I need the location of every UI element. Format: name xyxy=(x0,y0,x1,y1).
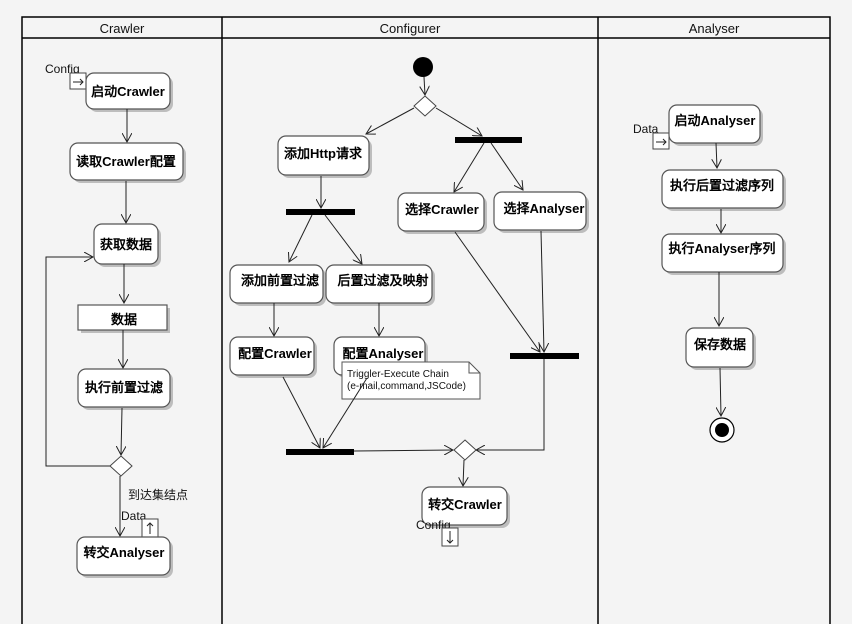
decision-node[interactable] xyxy=(109,455,133,477)
note-line-1: Triggler-Execute Chain xyxy=(347,369,449,380)
loop-edge xyxy=(45,257,110,467)
activity-label: 转交Analyser xyxy=(84,545,165,560)
activity-config-crawler[interactable]: 配置Crawler xyxy=(229,336,317,378)
activity-label: 添加前置过滤 xyxy=(241,273,319,288)
swimlanes: Crawler Configurer Analyser xyxy=(21,16,831,624)
activity-choose-crawler[interactable]: 选择Crawler xyxy=(397,192,487,234)
activity-pre-filter[interactable]: 执行前置过滤 xyxy=(77,368,173,410)
guard-label: 到达集结点 xyxy=(128,487,188,502)
activity-label: 选择Analyser xyxy=(504,201,585,216)
merge-node[interactable] xyxy=(453,439,477,461)
join-bar xyxy=(286,449,354,455)
activity-add-http[interactable]: 添加Http请求 xyxy=(277,135,372,178)
activity-to-analyser[interactable]: 转交Analyser xyxy=(76,536,173,578)
activity-start-analyser[interactable]: 启动Analyser xyxy=(668,104,763,146)
decision-node[interactable] xyxy=(413,95,437,117)
activity-analyser-seq[interactable]: 执行Analyser序列 xyxy=(661,233,786,275)
activity-label: 后置过滤及映射 xyxy=(337,273,428,288)
activity-label: 启动Analyser xyxy=(675,113,756,128)
activity-post-filter-map[interactable]: 后置过滤及映射 xyxy=(325,264,435,306)
lane-title-configurer: Configurer xyxy=(380,21,441,36)
pin-arrow-icon xyxy=(146,522,154,534)
object-data[interactable]: 数据 xyxy=(77,304,170,333)
activity-to-crawler[interactable]: 转交Crawler xyxy=(421,486,510,528)
fork-bar xyxy=(286,209,355,215)
activity-label: 选择Crawler xyxy=(405,202,479,217)
activity-read-config[interactable]: 读取Crawler配置 xyxy=(69,142,186,183)
object-label: 数据 xyxy=(111,312,137,327)
activity-label: 获取数据 xyxy=(100,237,152,252)
activity-choose-analyser[interactable]: 选择Analyser xyxy=(493,191,589,233)
pin-arrow-icon xyxy=(656,138,667,146)
data-pin-box xyxy=(652,132,670,150)
activity-add-pre-filter[interactable]: 添加前置过滤 xyxy=(229,264,326,306)
activity-label: 读取Crawler配置 xyxy=(76,154,176,169)
activity-label: 转交Crawler xyxy=(428,497,502,512)
activity-fetch-data[interactable]: 获取数据 xyxy=(93,223,161,267)
pin-arrow-icon xyxy=(73,78,84,86)
data-pin-label: Data xyxy=(121,509,147,523)
final-node xyxy=(709,417,735,443)
activity-post-filter-seq[interactable]: 执行后置过滤序列 xyxy=(661,169,786,211)
crawler-lane: Config 启动Crawler 读取Crawler配置 获取数据 数据 xyxy=(45,62,188,578)
fork-bar xyxy=(455,137,522,143)
note-trigger-chain: Triggler-Execute Chain (e-mail,command,J… xyxy=(341,361,481,400)
initial-node xyxy=(413,57,433,77)
pin-arrow-icon xyxy=(446,531,454,544)
join-bar xyxy=(510,353,579,359)
lane-title-analyser: Analyser xyxy=(689,21,740,36)
lane-title-crawler: Crawler xyxy=(100,21,145,36)
activity-label: 添加Http请求 xyxy=(284,146,363,161)
configurer-lane: 添加Http请求 选择Crawler 选择Analyser 添加前置过滤 xyxy=(229,57,589,547)
activity-save-data[interactable]: 保存数据 xyxy=(685,327,756,370)
note-line-2: (e-mail,command,JSCode) xyxy=(347,381,466,392)
analyser-lane: Data 启动Analyser 执行后置过滤序列 执行Analyser序列 保存… xyxy=(633,104,786,443)
config-pin-box xyxy=(69,72,87,90)
activity-label: 配置Analyser xyxy=(343,346,424,361)
activity-label: 执行后置过滤序列 xyxy=(670,178,774,193)
activity-label: 执行前置过滤 xyxy=(85,380,163,395)
data-pin-label: Data xyxy=(633,122,659,136)
activity-label: 启动Crawler xyxy=(91,84,165,99)
activity-start-crawler[interactable]: 启动Crawler xyxy=(85,72,173,112)
activity-label: 执行Analyser序列 xyxy=(669,241,776,256)
activity-label: 保存数据 xyxy=(693,337,746,352)
activity-label: 配置Crawler xyxy=(238,346,312,361)
